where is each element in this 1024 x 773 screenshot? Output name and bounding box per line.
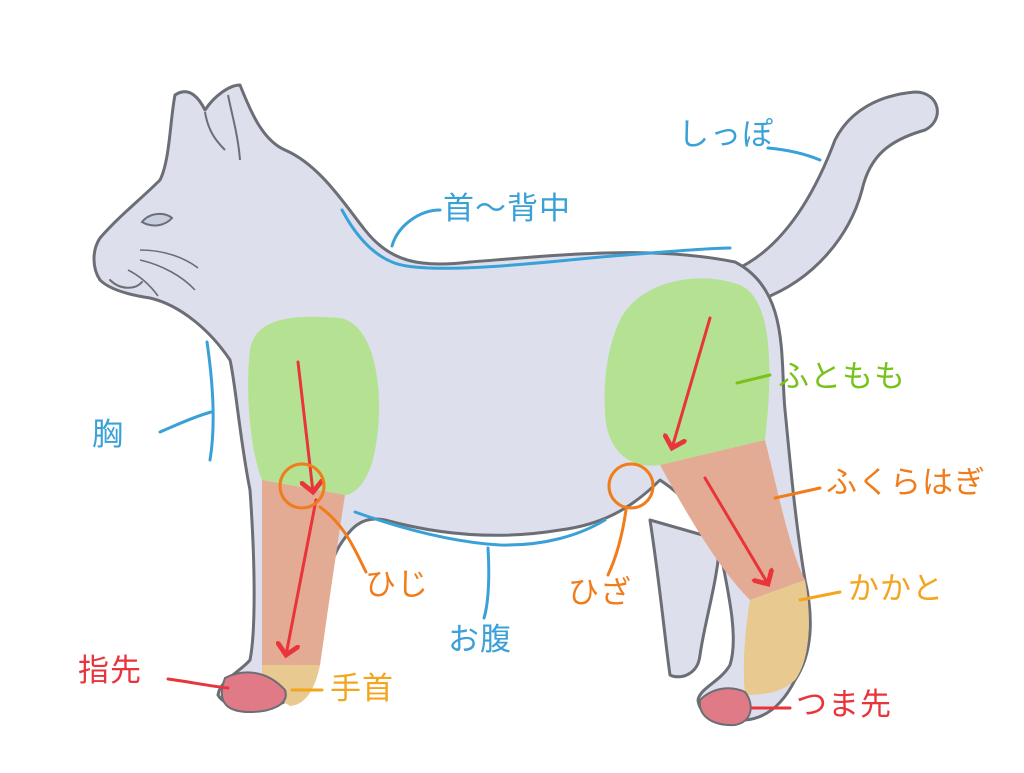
chest-bracket bbox=[205, 340, 215, 462]
neck-back-leader-line bbox=[390, 208, 442, 248]
cat-ear bbox=[204, 111, 226, 151]
cat-ear bbox=[227, 94, 241, 161]
cat-eye bbox=[140, 212, 174, 227]
belly-leader-line bbox=[482, 546, 491, 620]
cat-whisker bbox=[139, 259, 196, 291]
elbow-label: ひじ bbox=[365, 567, 429, 603]
wrist-label: 手首 bbox=[330, 671, 394, 707]
calf-label: ふくらはぎ bbox=[826, 465, 986, 501]
front-upper-leg-zone bbox=[248, 316, 380, 495]
neck-back-label: 首〜背中 bbox=[443, 191, 571, 227]
chest-label: 胸 bbox=[92, 417, 124, 453]
elbow-leader-line bbox=[318, 505, 368, 574]
front-forearm-zone bbox=[262, 480, 345, 665]
toes-front-label: 指先 bbox=[78, 653, 142, 689]
ankle-zone bbox=[743, 580, 809, 695]
thigh-arrow bbox=[672, 316, 712, 448]
calf-zone bbox=[660, 440, 805, 600]
cat-whisker bbox=[139, 249, 199, 269]
cat-whisker bbox=[127, 269, 159, 297]
calf-leader-line bbox=[773, 486, 822, 500]
elbow-joint-circle bbox=[278, 462, 326, 510]
belly-bracket bbox=[353, 510, 607, 547]
front-paw-zone bbox=[220, 671, 287, 714]
thigh-leader-line bbox=[735, 373, 772, 385]
heel-leader-line bbox=[798, 590, 842, 602]
knee-joint-circle bbox=[607, 462, 655, 510]
heel-label: かかと bbox=[848, 571, 944, 607]
chest-leader-line bbox=[158, 410, 213, 434]
thigh-label: ふともも bbox=[778, 359, 906, 395]
cat-mouth bbox=[109, 279, 143, 289]
tail-leader-line bbox=[766, 146, 822, 162]
thigh-zone bbox=[604, 278, 770, 466]
knee-label: ひざ bbox=[568, 575, 632, 611]
calf-arrow bbox=[703, 476, 768, 584]
back-paw-zone bbox=[698, 687, 752, 727]
neck-back-bracket bbox=[340, 208, 732, 270]
toes-back-label: つま先 bbox=[796, 687, 892, 723]
tail-label: しっぽ bbox=[678, 117, 774, 153]
front-leg-arrow-lower bbox=[286, 498, 318, 655]
knee-leader-line bbox=[606, 508, 628, 577]
far-hind-leg bbox=[648, 518, 722, 679]
cat-tail bbox=[733, 90, 939, 302]
toes-front-leader-line bbox=[166, 677, 230, 690]
front-leg-arrow-upper bbox=[296, 360, 313, 492]
belly-label: お腹 bbox=[448, 622, 512, 658]
